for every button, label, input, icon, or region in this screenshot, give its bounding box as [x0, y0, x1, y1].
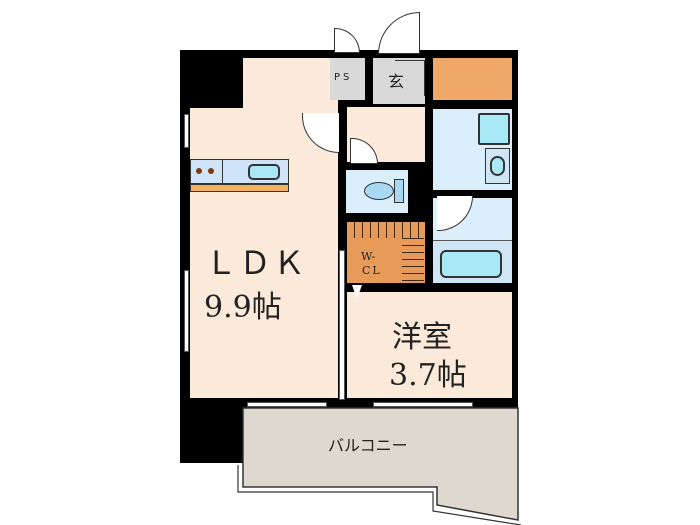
kitchen-backboard [190, 184, 289, 192]
balcony-label: バルコニー [328, 436, 408, 455]
ldk-room-lower[interactable] [190, 108, 338, 398]
toilet-tank-icon [394, 179, 404, 203]
stove-burner-icon [208, 168, 214, 174]
vanity-counter [485, 148, 510, 184]
structural-column [180, 50, 243, 108]
balcony[interactable] [230, 405, 522, 525]
closet-label-line1: W- [361, 250, 376, 263]
stove-divider [222, 159, 223, 184]
washbasin-icon [490, 156, 505, 176]
western-room-label: 洋室 [392, 320, 452, 355]
closet-shelf-lines [402, 232, 424, 282]
ldk-label: ＬＤＫ [205, 244, 308, 282]
closet-door-marker [352, 285, 362, 299]
ldk-size-label: 9.9帖 [204, 290, 282, 325]
pipe-space [330, 58, 365, 100]
western-balcony-window[interactable] [373, 402, 473, 407]
window [184, 114, 189, 148]
stove-burner-icon [196, 168, 202, 174]
sliding-partition[interactable] [339, 250, 345, 400]
ldk-room[interactable] [243, 58, 338, 108]
entrance-door-swing [395, 60, 425, 96]
ldk-balcony-window[interactable] [247, 402, 327, 407]
entrance-door[interactable] [378, 12, 420, 54]
window [184, 270, 189, 352]
western-room-size-label: 3.7帖 [389, 358, 467, 393]
entrance-label: 玄 [388, 72, 405, 91]
bathtub-icon [440, 250, 502, 278]
washing-machine-icon [478, 113, 510, 145]
shoe-storage [433, 58, 512, 100]
structural-column [180, 398, 243, 463]
pipe-space-label: PS [334, 72, 353, 83]
closet-label-line2: CL [362, 264, 382, 277]
toilet-bowl-icon [364, 182, 394, 200]
western-room[interactable] [347, 292, 512, 398]
ps-door[interactable] [334, 28, 360, 53]
entrance[interactable] [373, 58, 425, 104]
kitchen-sink-icon [248, 164, 280, 180]
